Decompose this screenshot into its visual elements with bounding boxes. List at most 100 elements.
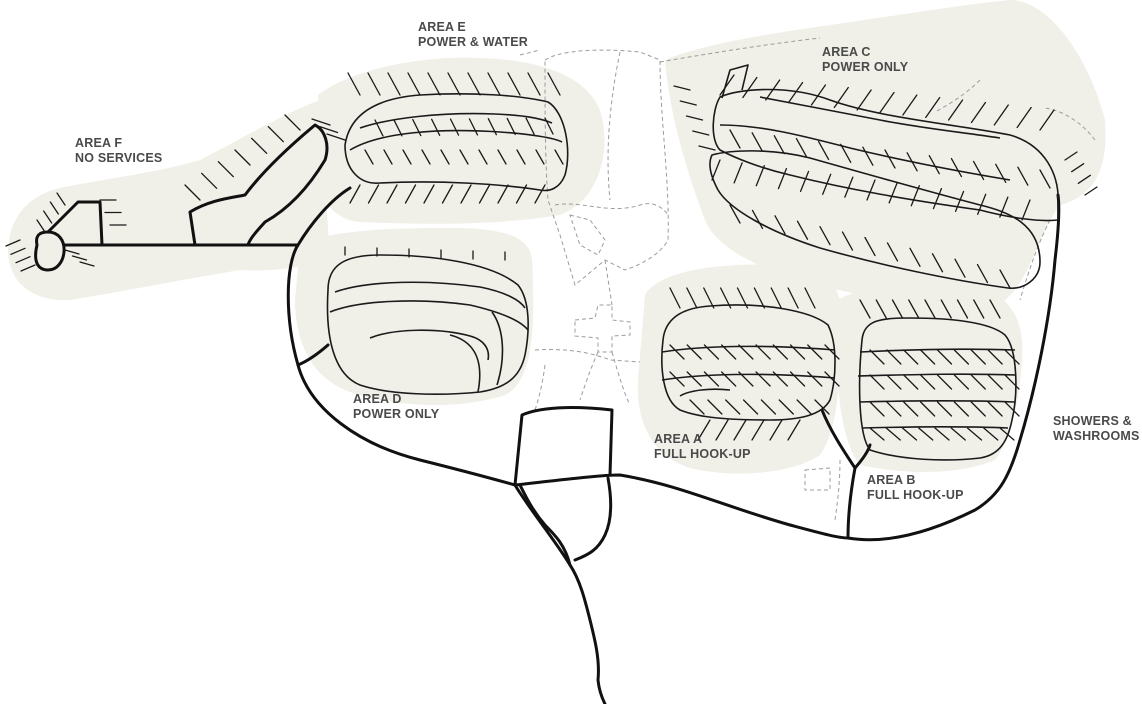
campsite-spur	[993, 104, 1009, 126]
campsite-spur	[947, 99, 964, 121]
campsite-spur	[703, 371, 720, 387]
campsite-spur	[719, 74, 735, 96]
campsite-spur	[669, 371, 685, 387]
campsite-spur	[787, 287, 799, 309]
campsite-spur	[184, 184, 201, 201]
label-area-f[interactable]: AREA F NO SERVICES	[75, 136, 162, 166]
zone-area-c	[665, 0, 1106, 304]
campsite-spur	[886, 349, 902, 365]
campsite-spur	[902, 94, 918, 116]
campsite-spur	[459, 149, 469, 165]
campsite-spur	[789, 371, 806, 387]
campsite-spur	[715, 419, 729, 441]
campsite-spur	[932, 187, 943, 210]
campsite-spur	[774, 215, 786, 235]
campsite-spur	[987, 374, 1003, 390]
campsite-spur	[711, 159, 721, 181]
campsite-spur	[364, 149, 374, 165]
label-showers-washrooms[interactable]: SHOWERS & WASHROOMS	[1053, 414, 1140, 444]
zone-area-b	[837, 285, 1023, 472]
campsite-spur	[721, 344, 737, 360]
campsite-spur	[386, 184, 398, 204]
campsite-spur	[738, 371, 754, 387]
campsite-spur	[931, 253, 944, 273]
campsite-spur	[765, 79, 781, 101]
campsite-spur	[772, 371, 788, 387]
campsite-spur	[760, 399, 777, 415]
campsite-spur	[20, 264, 36, 272]
campsite-spur	[719, 287, 732, 309]
campsite-spur	[79, 261, 95, 267]
campsite-spur	[36, 219, 46, 233]
campsite-spur	[318, 125, 339, 134]
campsite-spur	[407, 72, 421, 96]
campsite-spur	[427, 72, 441, 96]
campsite-spur	[799, 170, 810, 193]
campsite-spur	[736, 287, 749, 309]
campsite-spur	[879, 91, 895, 114]
campsite-spur	[987, 401, 1003, 417]
campsite-spur	[449, 118, 460, 136]
campsite-spur	[393, 119, 403, 137]
label-area-e[interactable]: AREA E POWER & WATER	[418, 20, 528, 50]
campsite-spur	[970, 401, 986, 417]
campsite-spur	[869, 427, 885, 441]
campsite-spur	[217, 161, 234, 178]
campsite-spur	[814, 399, 830, 415]
campsite-spur	[886, 242, 899, 262]
campsite-spur	[349, 184, 361, 204]
campsite-spur	[1004, 349, 1020, 365]
campsite-spur	[901, 427, 918, 441]
campsite-spur	[326, 133, 346, 141]
label-area-a[interactable]: AREA A FULL HOOK-UP	[654, 432, 751, 462]
campsite-spur	[404, 184, 417, 204]
zone-area-d	[295, 228, 534, 406]
campsite-spur	[956, 299, 969, 319]
campsite-spur	[862, 146, 874, 166]
campsite-spur	[1039, 109, 1055, 131]
campsite-spur	[15, 256, 31, 264]
campsite-spur	[970, 374, 986, 390]
campsite-spur	[284, 114, 301, 131]
campsite-spur	[999, 269, 1011, 289]
label-area-b[interactable]: AREA B FULL HOOK-UP	[867, 473, 964, 503]
campsite-spur	[534, 184, 546, 204]
campsite-spur	[412, 118, 422, 137]
campsite-spur	[1084, 186, 1098, 196]
campsite-spur	[869, 401, 885, 417]
campsite-spur	[755, 371, 771, 387]
campsite-spur	[804, 287, 816, 309]
campsite-spur	[886, 374, 902, 390]
campsite-spur	[467, 72, 481, 96]
campsite-spur	[970, 101, 987, 124]
campsite-spur	[908, 299, 920, 319]
area-a-name: AREA A	[654, 432, 703, 446]
campsite-spur	[796, 399, 812, 415]
campsite-spur	[807, 344, 823, 360]
label-area-d[interactable]: AREA D POWER ONLY	[353, 392, 439, 422]
campsite-spur	[819, 226, 831, 246]
campsite-spur	[431, 118, 441, 136]
campsite-spur	[772, 344, 788, 360]
campsite-spur	[527, 72, 541, 96]
campsite-spur	[934, 427, 950, 441]
campsite-spur	[833, 86, 849, 109]
campsite-spur	[506, 117, 516, 136]
campsite-spur	[925, 96, 941, 119]
campsite-spur	[953, 401, 970, 417]
label-area-c[interactable]: AREA C POWER ONLY	[822, 45, 908, 75]
campsite-spur	[906, 152, 918, 172]
area-f-name: AREA F	[75, 136, 123, 150]
campsite-spur	[733, 419, 747, 441]
area-a-service: FULL HOOK-UP	[654, 447, 751, 461]
campsite-spur	[875, 299, 887, 319]
campsite-spur	[970, 349, 986, 365]
campsite-spur	[884, 149, 896, 169]
campsite-spur	[441, 184, 454, 204]
campsite-spur	[71, 255, 88, 261]
campsite-spur	[698, 145, 716, 151]
campsite-spur	[869, 374, 885, 390]
campsite-spur	[1004, 374, 1020, 390]
zone-area-f	[8, 100, 330, 301]
